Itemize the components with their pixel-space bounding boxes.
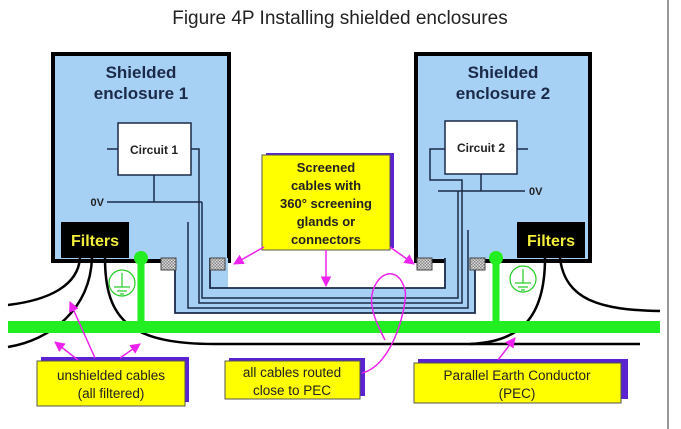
circuit-2-0v-label: 0V: [529, 186, 543, 198]
circuit-2-label: Circuit 2: [457, 141, 505, 155]
figure-title: Figure 4P Installing shielded enclosures: [172, 8, 508, 29]
callout-screened-line3: 360° screening: [280, 196, 372, 211]
filters-2-box: [517, 222, 585, 258]
loop-arrow-icon: [361, 273, 407, 374]
enclosure-1-title-line1: Shielded: [106, 63, 177, 82]
arrow-icon: [54, 341, 79, 361]
callout-screened-line1: Screened: [297, 160, 356, 175]
screening-gland-icon: [160, 257, 177, 271]
arrow-icon: [497, 337, 516, 361]
filters-2-label: Filters: [527, 233, 575, 250]
earth-bond-point-2: [489, 251, 503, 265]
screened-cable-trunk: [160, 148, 486, 314]
parallel-earth-conductor: [8, 321, 660, 333]
earth-bond-point-1: [134, 251, 148, 265]
arrow-icon: [233, 246, 265, 265]
screening-gland-icon: [416, 257, 433, 271]
callout-unshielded-cables: unshielded cables (all filtered): [36, 357, 189, 407]
enclosure-1-title-line2: enclosure 1: [94, 84, 189, 103]
arrow-icon: [389, 246, 415, 265]
circuit-1-0v-label: 0V: [91, 197, 105, 209]
earth-ground-icon: [108, 269, 136, 297]
circuit-1-label: Circuit 1: [130, 143, 178, 157]
enclosure-2-title-line2: enclosure 2: [456, 84, 551, 103]
circuit-2-box: [444, 120, 518, 175]
callout-routed-line1: all cables routed: [243, 365, 341, 380]
filters-1-label: Filters: [71, 233, 119, 250]
callout-arrows: [54, 246, 516, 374]
callout-screened-line5: connectors: [291, 232, 361, 247]
earth-ground-icon: [509, 265, 537, 293]
callout-pec-line1: Parallel Earth Conductor: [443, 368, 591, 383]
arrow-icon: [69, 301, 96, 359]
screening-gland-icon: [469, 257, 486, 271]
callout-pec: Parallel Earth Conductor (PEC): [413, 359, 628, 404]
arrow-icon: [119, 343, 141, 359]
callout-screened-cables: Screened cables with 360° screening glan…: [261, 153, 394, 251]
enclosure-2: Shielded enclosure 2 Circuit 2 0V Filter…: [414, 52, 592, 263]
filters-1-box: [61, 222, 129, 258]
callout-routed-line2: close to PEC: [253, 383, 331, 398]
callout-unshielded-line1: unshielded cables: [57, 368, 165, 383]
callout-cables-routed: all cables routed close to PEC: [224, 358, 365, 400]
enclosure-2-title-line1: Shielded: [468, 63, 539, 82]
callout-unshielded-line2: (all filtered): [78, 386, 145, 401]
callout-screened-line2: cables with: [291, 178, 361, 193]
callout-screened-line4: glands or: [297, 214, 356, 229]
screening-gland-icon: [209, 257, 226, 271]
callout-pec-line2: (PEC): [499, 386, 536, 401]
